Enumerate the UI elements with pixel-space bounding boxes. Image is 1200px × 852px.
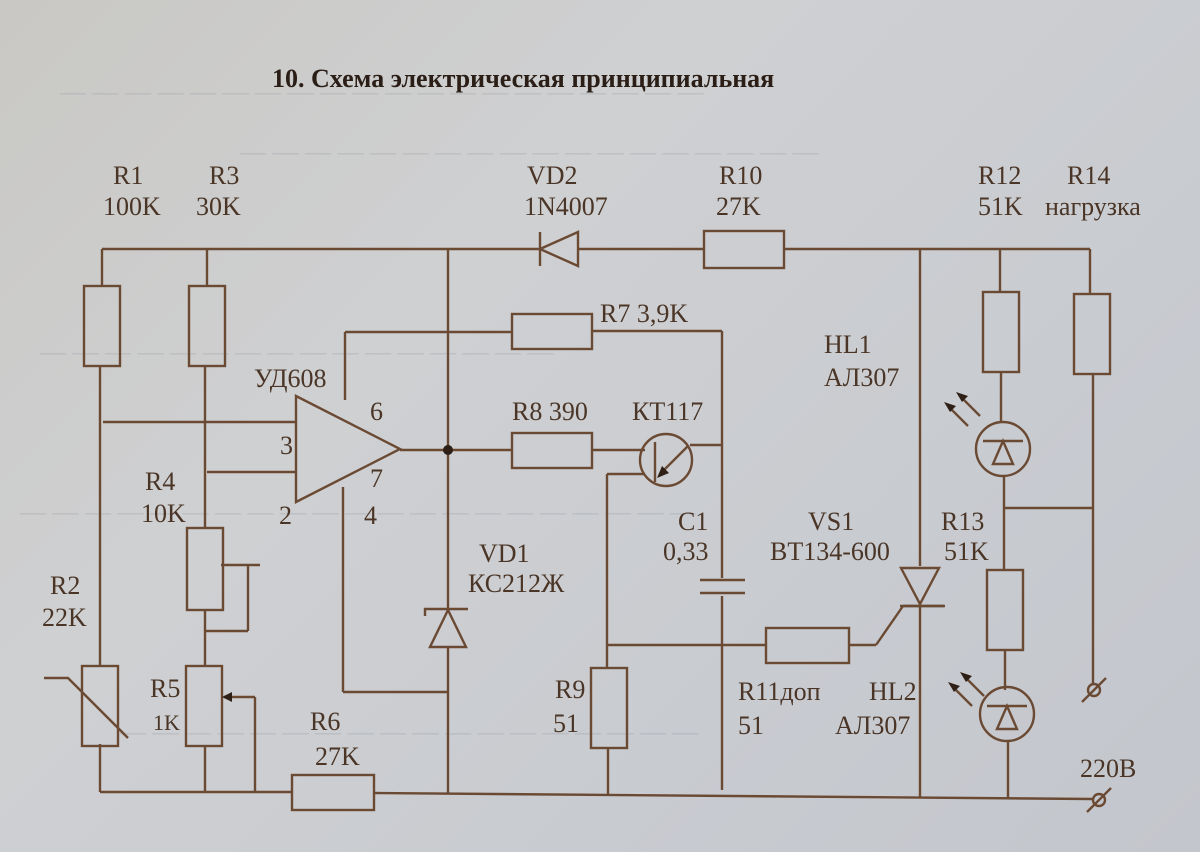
label-r13-value: 51K [944, 537, 989, 566]
label-r14-ref: R14 [1067, 161, 1110, 190]
label-hl1-ref: HL1 [824, 330, 872, 359]
resistor-r8 [510, 431, 594, 470]
label-r2-ref: R2 [50, 571, 80, 600]
capacitor-c1 [700, 578, 745, 595]
transistor-kt117 [638, 432, 694, 488]
label-vs1-ref: VS1 [808, 507, 854, 536]
resistor-r10 [702, 229, 786, 270]
resistor-r14-load [1072, 292, 1112, 376]
label-r13-ref: R13 [941, 507, 984, 536]
label-r1-ref: R1 [113, 161, 143, 190]
svg-text:— — — — — — — — — — — — — — —: — — — — — — — — — — — — — — — — [39, 337, 555, 366]
resistor-r13 [985, 568, 1025, 652]
label-r12-ref: R12 [978, 161, 1021, 190]
label-opamp: УД608 [254, 364, 327, 393]
resistor-r4 [185, 526, 225, 612]
label-220v: 220В [1080, 754, 1136, 783]
label-pin2: 2 [279, 501, 292, 530]
label-vd1-value: КС212Ж [468, 569, 565, 598]
label-hl2-ref: HL2 [869, 677, 917, 706]
potentiometer-r5 [184, 664, 232, 748]
diode-vd2 [537, 230, 580, 268]
resistor-r1 [82, 284, 122, 368]
label-r3-value: 30K [196, 192, 241, 221]
label-hl1-value: АЛ307 [824, 363, 899, 392]
resistor-r7 [510, 312, 594, 351]
label-r8: R8 390 [512, 397, 588, 426]
svg-text:— — — — — — — — — — — — — — —: — — — — — — — — — — — — — — — — — — [119, 717, 700, 746]
label-r10-ref: R10 [719, 161, 762, 190]
label-pin4: 4 [364, 501, 377, 530]
label-r9-ref: R9 [555, 675, 585, 704]
label-pin7: 7 [370, 464, 383, 493]
opamp-ud608 [294, 394, 403, 504]
schematic-title: 10. Схема электрическая принципиальная [272, 64, 774, 93]
label-r9-value: 51 [553, 709, 579, 738]
label-r5-ref: R5 [150, 674, 180, 703]
label-r10-value: 27K [716, 192, 761, 221]
resistor-r3 [187, 284, 227, 368]
label-vd2-value: 1N4007 [524, 192, 608, 221]
label-r7: R7 3,9K [600, 299, 688, 328]
resistor-r12 [981, 290, 1021, 374]
terminal-220v-bottom [1086, 787, 1112, 813]
label-r2-value: 22K [42, 603, 87, 632]
svg-text:— — — — — — — — — — — — — — —: — — — — — — — — — — — — — — — — — — — — … [19, 497, 697, 526]
label-r11-ref: R11доп [738, 677, 821, 706]
resistor-r9 [589, 666, 629, 750]
svg-text:— — — — — — — — — — — — — — —: — — — — — — — — — — — — — — — — — — [239, 137, 820, 166]
wires [98, 247, 1095, 801]
label-r14-value: нагрузка [1045, 192, 1141, 221]
svg-text:— — — — — — — — — — — — — — —: — — — — — — — — — — — — — — — — — — — — [59, 77, 705, 106]
resistor-r11 [764, 626, 851, 665]
label-c1-ref: C1 [678, 507, 708, 536]
label-r4-ref: R4 [145, 467, 175, 496]
label-r6-value: 27K [315, 742, 360, 771]
led-hl2 [948, 672, 1036, 743]
label-r4-value: 10K [141, 499, 186, 528]
label-kt117: КТ117 [632, 397, 703, 426]
paper-show-through: — — — — — — — — — — — — — — — — — — — — … [19, 77, 820, 746]
label-r11-value: 51 [738, 711, 764, 740]
label-pin6: 6 [370, 397, 383, 426]
junction-dot [443, 445, 453, 455]
terminal-220v-top [1081, 677, 1107, 703]
triac-vs1 [899, 566, 945, 608]
label-c1-value: 0,33 [663, 537, 709, 566]
thermistor-r2 [44, 664, 129, 748]
label-r1-value: 100K [103, 192, 161, 221]
label-r3-ref: R3 [209, 161, 239, 190]
resistor-r6 [290, 773, 376, 812]
zener-diode-vd1 [423, 607, 468, 649]
led-hl1 [944, 392, 1032, 478]
label-r5-value: 1K [153, 710, 180, 735]
label-vd1-ref: VD1 [479, 539, 530, 568]
label-r6-ref: R6 [310, 707, 340, 736]
label-r12-value: 51K [978, 192, 1023, 221]
label-hl2-value: АЛ307 [835, 711, 910, 740]
label-vs1-value: BT134-600 [770, 537, 890, 566]
label-vd2-ref: VD2 [527, 161, 578, 190]
label-pin3: 3 [280, 431, 293, 460]
